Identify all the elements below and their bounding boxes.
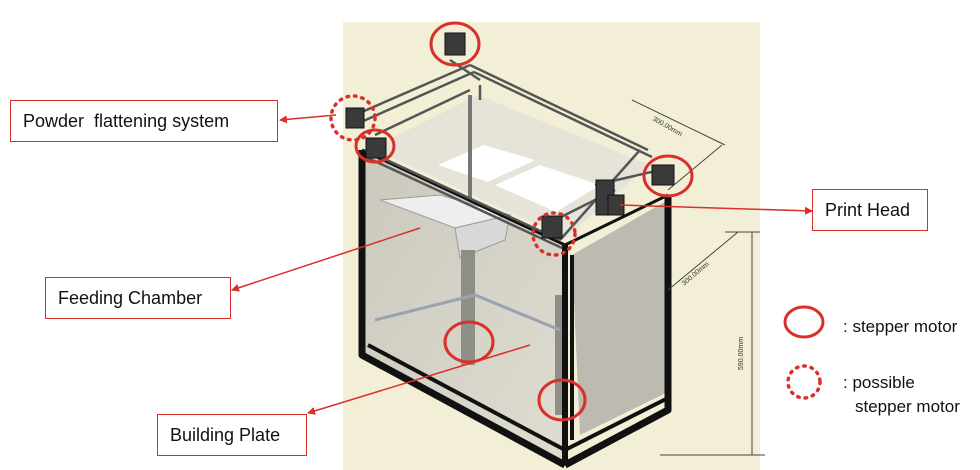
label-building-plate: Building Plate [157,414,307,456]
powder-bed-right [495,165,600,212]
dimension-lines [631,99,765,456]
stepper-marker-left [354,128,396,164]
possible-stepper-print [531,211,577,257]
label-powder-text: Powder flattening system [23,110,230,131]
side-glass-panel [572,200,668,435]
building-shaft [461,250,475,365]
frame [358,148,672,469]
dimension-height: 590.00mm [738,337,745,370]
label-feeding-chamber: Feeding Chamber [45,277,231,319]
motor-blocks [345,32,675,239]
stepper-marker-right [642,154,694,198]
legend-solid-circle [783,305,825,339]
legend-stepper-motor: : stepper motor [843,317,958,336]
legend-possible-stepper-motor: stepper motor [855,397,960,416]
floor-rail [374,293,561,332]
possible-stepper-markers [329,94,577,257]
arrow-print-head [619,204,813,215]
label-print-head: Print Head [812,189,928,231]
label-feeding-chamber-text: Feeding Chamber [58,287,203,308]
stepper-marker-top [429,21,481,67]
label-building-plate-text: Building Plate [170,424,281,445]
label-powder-flattening-system: Powder flattening system [10,100,278,142]
arrow-powder [279,114,337,124]
possible-stepper-left [329,94,377,142]
right-shaft [555,295,563,415]
callout-arrows [231,114,813,415]
stepper-marker-building [443,320,495,364]
stepper-marker-bottom [537,378,587,422]
arrow-feeding [231,227,421,292]
powder-bed-left [438,145,535,182]
legend-dotted-circle [786,364,822,400]
feeding-tray-front [454,214,511,259]
arrow-building [307,344,531,415]
label-print-head-text: Print Head [825,199,911,220]
legend-possible: : possible [843,373,915,392]
stepper-motor-markers [354,21,694,422]
